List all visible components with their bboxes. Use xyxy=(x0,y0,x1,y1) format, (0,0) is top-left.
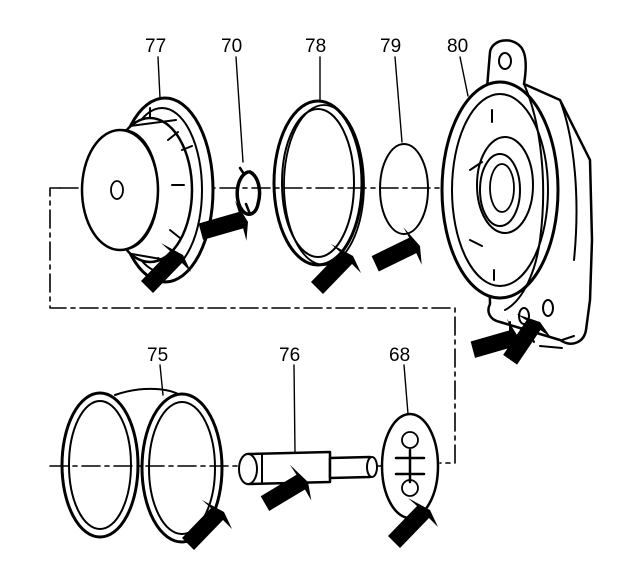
part-78-seal-ring xyxy=(272,99,365,267)
label-part-70: 70 xyxy=(221,36,242,57)
part-76-shaft xyxy=(238,450,378,486)
part-75-rings xyxy=(60,387,224,544)
label-part-77: 77 xyxy=(145,36,166,57)
arrow-icon xyxy=(182,500,232,550)
part-70-snap-ring xyxy=(235,166,262,216)
arrow-icon xyxy=(367,220,432,285)
part-80-housing xyxy=(440,39,594,349)
label-part-78: 78 xyxy=(305,36,326,57)
label-part-80: 80 xyxy=(447,36,468,57)
part-68-valve-plate xyxy=(380,412,440,520)
part-79-o-ring xyxy=(379,143,429,235)
part-77-cover xyxy=(80,96,215,284)
label-part-75: 75 xyxy=(147,345,168,366)
label-part-79: 79 xyxy=(380,36,401,57)
leader-lines xyxy=(157,56,469,453)
arrow-icon xyxy=(311,244,361,294)
part-labels: 77 70 78 79 80 75 76 68 xyxy=(145,36,468,366)
label-part-76: 76 xyxy=(279,345,300,366)
label-part-68: 68 xyxy=(389,345,410,366)
